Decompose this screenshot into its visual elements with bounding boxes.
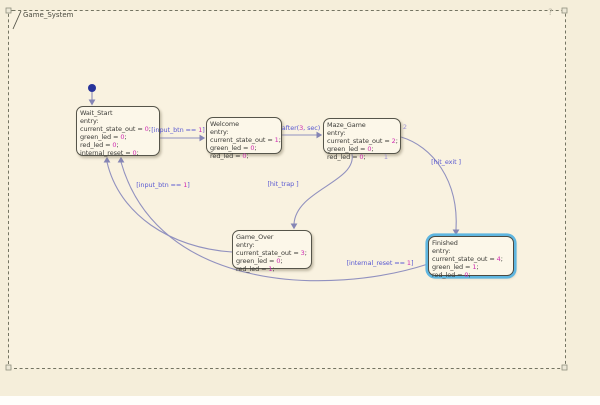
state-welcome[interactable]: Welcome entry: current_state_out = 1; gr…	[206, 117, 282, 160]
state-title: Welcome	[210, 120, 240, 128]
state-entry-keyword: entry:	[327, 129, 346, 137]
state-code-line: red_led = 0;	[80, 141, 119, 149]
state-code-line: green_led = 0;	[210, 144, 257, 152]
arrowhead	[88, 99, 96, 106]
transition-label-finished-to-wait[interactable]: [internal_reset == 1]	[346, 259, 414, 267]
arrowhead	[199, 134, 206, 142]
transition-label-hit-trap[interactable]: [hit_trap ]	[267, 180, 299, 188]
canvas-bottom-margin	[0, 396, 600, 405]
arrowhead	[117, 156, 125, 163]
state-code-line: current_state_out = 0;	[80, 125, 151, 133]
resize-handle-bottom-right[interactable]	[561, 364, 568, 371]
state-wait-start[interactable]: Wait_Start entry: current_state_out = 0;…	[76, 106, 160, 157]
chart-hint-glyph: ?	[548, 8, 553, 18]
state-game-over[interactable]: Game_Over entry: current_state_out = 3; …	[232, 230, 312, 273]
state-entry-keyword: entry:	[432, 247, 451, 255]
state-code-line: red_led = 1;	[236, 265, 275, 273]
state-code-line: green_led = 0;	[327, 145, 374, 153]
resize-handle-top-left[interactable]	[5, 7, 12, 14]
arrowhead	[103, 156, 111, 163]
state-code-line: red_led = 0;	[327, 153, 366, 161]
transition-finished-to-wait[interactable]	[120, 161, 429, 282]
arrowhead	[290, 223, 298, 230]
state-code-line: current_state_out = 3;	[236, 249, 307, 257]
transition-hit-exit[interactable]	[400, 136, 457, 231]
state-code-line: current_state_out = 4;	[432, 255, 503, 263]
chart-dashed-border[interactable]	[8, 10, 566, 369]
transition-label-gameover-to-wait[interactable]: [input_btn == 1]	[136, 181, 190, 189]
state-title: Maze_Game	[327, 121, 366, 129]
transition-label-wait-to-welcome[interactable]: [input_btn == 1]	[151, 126, 205, 134]
state-code-line: green_led = 1;	[432, 263, 479, 271]
transition-label-hit-exit[interactable]: [hit_exit ]	[431, 158, 461, 166]
state-title: Wait_Start	[80, 109, 113, 117]
state-entry-keyword: entry:	[236, 241, 255, 249]
state-maze-game[interactable]: Maze_Game entry: current_state_out = 2; …	[323, 118, 401, 161]
transition-label-welcome-to-maze[interactable]: after(3, sec)	[281, 124, 321, 132]
transition-order-badge-trap: 1	[383, 153, 389, 161]
state-entry-keyword: entry:	[210, 128, 229, 136]
state-code-line: red_led = 0;	[210, 152, 249, 160]
state-finished[interactable]: Finished entry: current_state_out = 4; g…	[428, 236, 514, 279]
arrowhead	[316, 131, 323, 139]
state-code-line: green_led = 0;	[80, 133, 127, 141]
state-code-line: current_state_out = 1;	[210, 136, 281, 144]
resize-handle-bottom-left[interactable]	[5, 364, 12, 371]
initial-state-dot[interactable]	[88, 84, 96, 92]
state-code-line: red_led = 0;	[432, 271, 471, 279]
state-code-line: green_led = 0;	[236, 257, 283, 265]
chart-title: Game_System	[23, 11, 74, 19]
state-entry-keyword: entry:	[80, 117, 99, 125]
state-title: Finished	[432, 239, 458, 247]
transition-gameover-to-wait[interactable]	[106, 161, 233, 253]
arrowhead	[452, 229, 460, 236]
state-code-line: current_state_out = 2;	[327, 137, 398, 145]
chart-label-notch	[12, 10, 22, 30]
transition-hit-trap[interactable]	[293, 153, 353, 225]
state-title: Game_Over	[236, 233, 274, 241]
transition-order-badge-exit: 2	[402, 123, 408, 131]
state-code-line: internal_reset = 0;	[80, 149, 139, 157]
chart-area[interactable]	[9, 11, 566, 369]
resize-handle-top-right[interactable]	[561, 7, 568, 14]
